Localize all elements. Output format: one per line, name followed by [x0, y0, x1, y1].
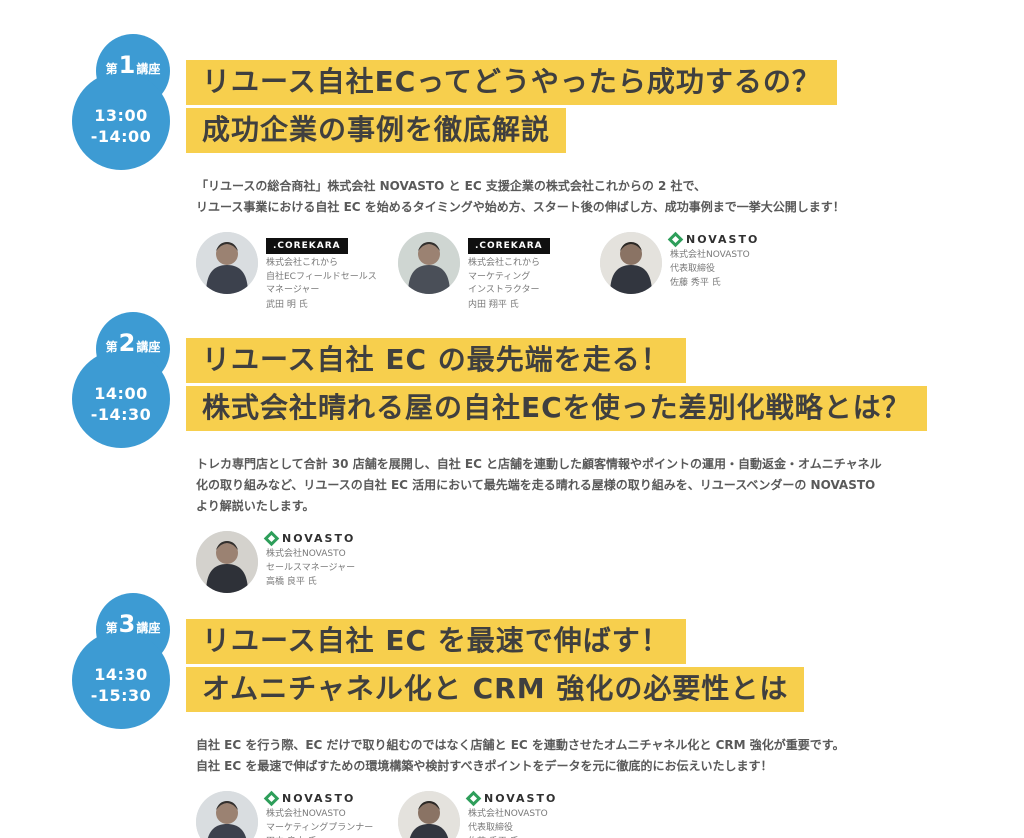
speaker-role: インストラクター: [468, 285, 540, 295]
speaker-card: NOVASTO 株式会社NOVASTO マーケティングプランナー 田中 良太 氏: [196, 790, 388, 838]
session-title-line-2: オムニチャネル化と CRM 強化の必要性とは: [186, 667, 805, 712]
badge-circle: [72, 72, 170, 170]
speaker-name: 武田 明 氏: [266, 299, 308, 310]
novasto-diamond-icon: [667, 231, 684, 248]
speaker-company: 株式会社NOVASTO: [670, 250, 750, 260]
session-title-line-2: 成功企業の事例を徹底解説: [186, 108, 567, 153]
session-description: 「リユースの総合商社」株式会社 NOVASTO と EC 支援企業の株式会社これ…: [196, 179, 845, 214]
time-start: 13:00: [94, 106, 148, 125]
speaker-card: NOVASTO 株式会社NOVASTO 代表取締役 佐藤 秀平 氏: [398, 790, 590, 838]
session-title: リユース自社ECってどうやったら成功するの？ 成功企業の事例を徹底解説: [186, 60, 845, 156]
time-start: 14:30: [94, 665, 148, 684]
speaker-photo: [398, 232, 460, 294]
time-start: 14:00: [94, 384, 148, 403]
novasto-diamond-icon: [263, 530, 280, 547]
session-description: トレカ専門店として合計 30 店舗を展開し、自社 EC と店舗を連動した顧客情報…: [196, 457, 882, 513]
speaker-list: NOVASTO 株式会社NOVASTO マーケティングプランナー 田中 良太 氏: [196, 790, 845, 838]
session-title-line-2: 株式会社晴れる屋の自社ECを使った差別化戦略とは？: [186, 386, 927, 431]
corekara-logo: .COREKARA: [266, 238, 348, 254]
novasto-logo: NOVASTO: [465, 790, 557, 807]
speaker-name: 内田 翔平 氏: [468, 299, 519, 310]
badge-circle: [72, 631, 170, 729]
speaker-list: .COREKARA 株式会社これから 自社ECフィールドセールス マネージャー …: [196, 231, 845, 312]
speaker-photo: [398, 791, 460, 838]
badge-circle: [72, 350, 170, 448]
novasto-diamond-icon: [263, 790, 280, 807]
novasto-diamond-icon: [465, 790, 482, 807]
speaker-role: マーケティング: [468, 271, 531, 282]
speaker-card: NOVASTO 株式会社NOVASTO セールスマネージャー 高橋 良平 氏: [196, 530, 388, 593]
session-1-badge: 第1講座 13:00 -14:00: [70, 34, 180, 170]
speaker-role: マーケティングプランナー: [266, 822, 374, 833]
session-title-line-1: リユース自社ECってどうやったら成功するの？: [186, 60, 837, 105]
speaker-name: 佐藤 秀平 氏: [670, 278, 721, 288]
session-time: 14:30 -15:30: [72, 665, 170, 707]
speaker-role: 代表取締役: [468, 822, 514, 833]
session-title: リユース自社 EC の最先端を走る！ 株式会社晴れる屋の自社ECを使った差別化戦…: [186, 338, 927, 434]
time-end: -15:30: [90, 685, 152, 705]
corekara-logo: .COREKARA: [468, 238, 550, 254]
novasto-logo: NOVASTO: [263, 790, 373, 807]
time-end: -14:00: [90, 126, 152, 146]
speaker-card: NOVASTO 株式会社NOVASTO 代表取締役 佐藤 秀平 氏: [600, 231, 792, 312]
speaker-role: セールスマネージャー: [266, 562, 356, 573]
speaker-card: .COREKARA 株式会社これから 自社ECフィールドセールス マネージャー …: [196, 232, 388, 312]
time-end: -14:30: [90, 404, 152, 424]
speaker-photo: [196, 791, 258, 838]
speaker-list: NOVASTO 株式会社NOVASTO セールスマネージャー 高橋 良平 氏: [196, 530, 927, 593]
speaker-company: 株式会社これから: [468, 258, 541, 268]
speaker-name: 高橋 良平 氏: [266, 577, 317, 587]
session-3-badge: 第3講座 14:30 -15:30: [70, 593, 180, 729]
speaker-company: 株式会社NOVASTO: [266, 809, 346, 819]
speaker-photo: [196, 232, 258, 294]
novasto-logo: NOVASTO: [263, 530, 355, 547]
speaker-company: 株式会社NOVASTO: [468, 809, 548, 819]
session-3: 第3講座 14:30 -15:30 リユース自社 EC を最速で伸ばす！ オムニ…: [0, 593, 1024, 838]
session-title-line-1: リユース自社 EC を最速で伸ばす！: [186, 619, 686, 664]
session-2: 第2講座 14:00 -14:30 リユース自社 EC の最先端を走る！ 株式会…: [0, 312, 1024, 593]
session-time: 13:00 -14:00: [72, 106, 170, 148]
session-number: 第2講座: [105, 329, 161, 357]
speaker-company: 株式会社これから: [266, 258, 339, 268]
session-title: リユース自社 EC を最速で伸ばす！ オムニチャネル化と CRM 強化の必要性と…: [186, 619, 845, 715]
novasto-logo: NOVASTO: [667, 231, 759, 248]
session-description: 自社 EC を行う際、EC だけで取り組むのではなく店舗と EC を連動させたオ…: [196, 738, 845, 773]
session-title-line-1: リユース自社 EC の最先端を走る！: [186, 338, 686, 383]
speaker-company: 株式会社NOVASTO: [266, 549, 346, 559]
speaker-photo: [600, 232, 662, 294]
speaker-role: 代表取締役: [670, 263, 716, 274]
speaker-role: 自社ECフィールドセールス: [266, 271, 377, 282]
session-2-badge: 第2講座 14:00 -14:30: [70, 312, 180, 448]
speaker-role: マネージャー: [266, 285, 320, 295]
session-number: 第1講座: [105, 51, 161, 79]
session-number: 第3講座: [105, 610, 161, 638]
speaker-photo: [196, 531, 258, 593]
session-1: 第1講座 13:00 -14:00 リユース自社ECってどうやったら成功するの？…: [0, 34, 1024, 312]
session-time: 14:00 -14:30: [72, 384, 170, 426]
speaker-card: .COREKARA 株式会社これから マーケティング インストラクター 内田 翔…: [398, 232, 590, 312]
